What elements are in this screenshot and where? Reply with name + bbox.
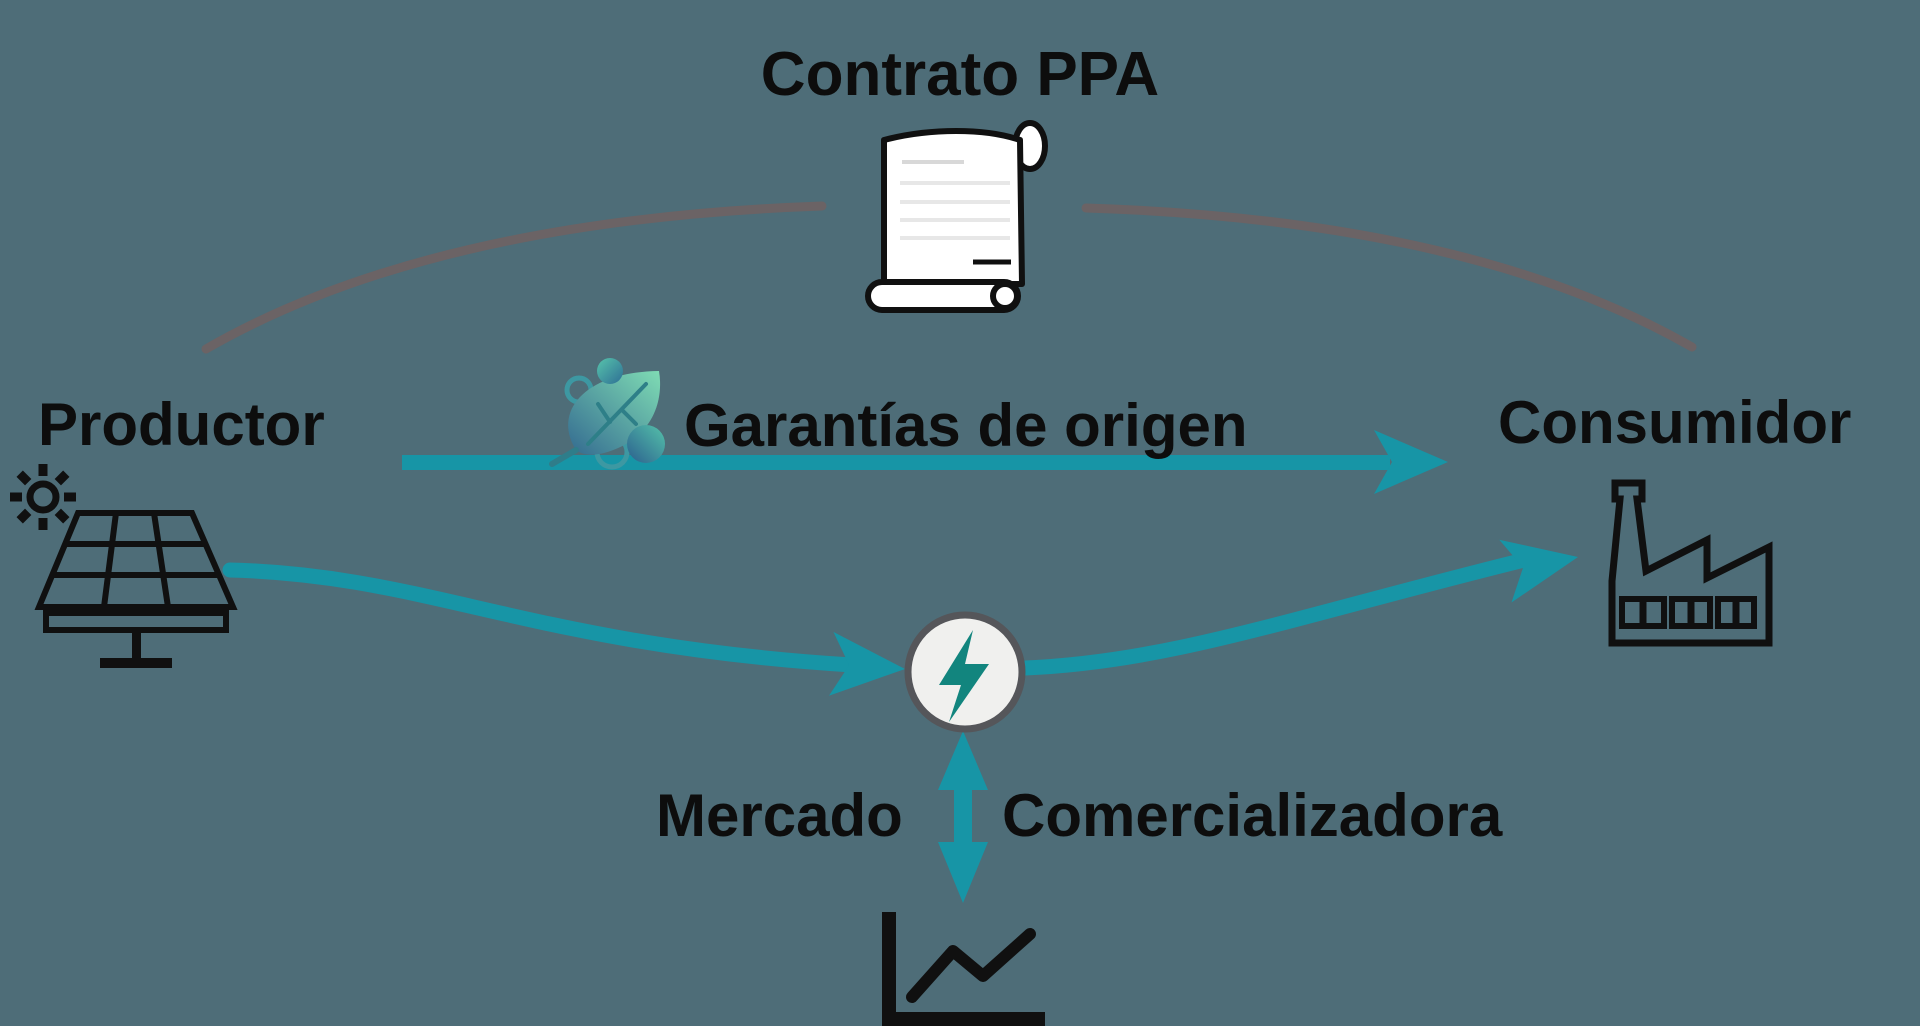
- producer-to-hub-arrow: [222, 562, 905, 696]
- node-label-producer: Productor: [38, 391, 325, 458]
- node-label-market: Mercado: [656, 782, 903, 849]
- node-label-retailer: Comercializadora: [1002, 782, 1503, 849]
- contract-arc-left: [201, 201, 827, 354]
- leaf-icon: [549, 358, 665, 470]
- flow-label-guarantees: Garantías de origen: [684, 392, 1248, 459]
- solar-panel-icon: [34, 510, 238, 668]
- factory-icon: [1608, 479, 1773, 647]
- lightning-bolt-icon: [939, 630, 989, 722]
- market-double-arrow: [938, 731, 988, 903]
- line-chart-icon: [882, 912, 1045, 1026]
- page-title: Contrato PPA: [760, 40, 1160, 109]
- node-label-consumer: Consumidor: [1498, 389, 1852, 456]
- hub-to-consumer-arrow: [1017, 539, 1578, 676]
- sun-icon: [10, 464, 76, 530]
- contract-arc-right: [1081, 203, 1697, 352]
- hub-circle: [904, 611, 1026, 733]
- scroll-contract-icon: [865, 120, 1048, 313]
